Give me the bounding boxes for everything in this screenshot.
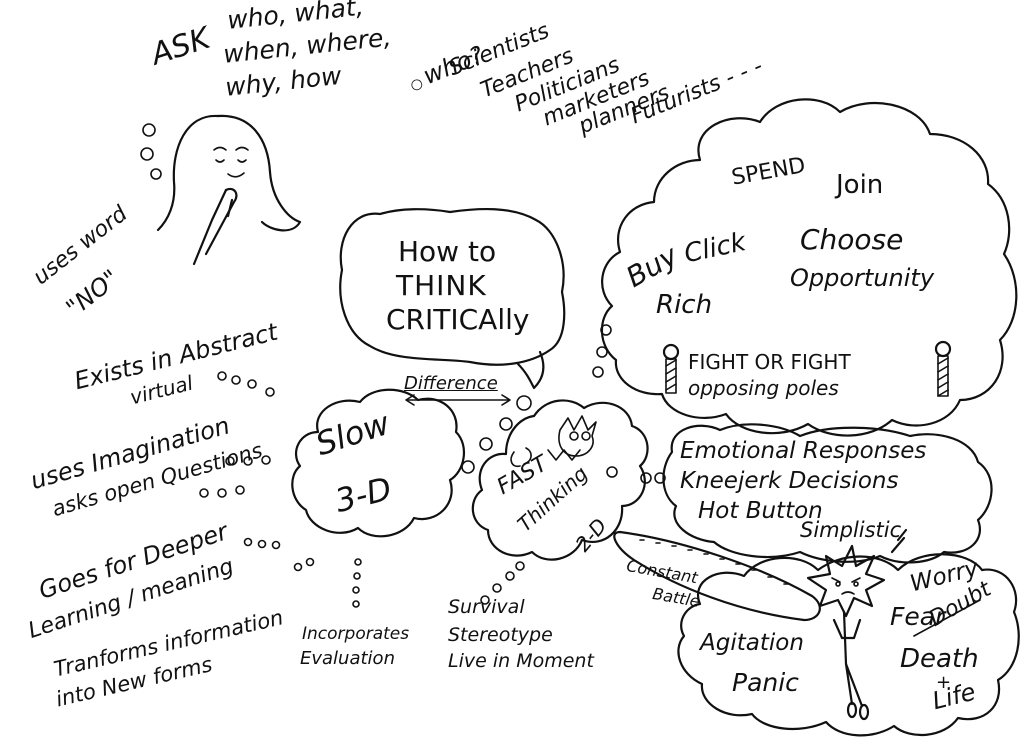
word-choose: Choose — [800, 223, 904, 256]
fear-label: Fear — [890, 602, 946, 631]
reaction-emotional: Emotional Responses — [680, 438, 927, 464]
fast-trait-survival: Survival — [448, 596, 525, 618]
constant-battle-shape — [613, 530, 821, 622]
fight-or-fight-label: FIGHT OR FIGHT — [688, 350, 851, 374]
thinking-girl-icon — [140, 114, 302, 266]
plus-label: + — [936, 672, 952, 693]
barber-pole-left-icon — [662, 343, 680, 394]
slow-trait-incorporates: Incorporates — [302, 624, 410, 644]
word-opportunity: Opportunity — [790, 264, 935, 292]
center-title-line-2: THINK — [396, 269, 487, 302]
opposing-poles-label: opposing poles — [688, 376, 839, 400]
fast-thinking-cloud — [471, 399, 649, 561]
center-title-line-1: How to — [398, 235, 497, 268]
angry-stick-figure-icon — [806, 528, 908, 721]
slow-thinking-cloud — [291, 388, 466, 538]
center-speech-bubble — [339, 207, 566, 366]
barber-pole-right-icon — [934, 340, 952, 397]
consumer-cloud — [600, 98, 1018, 437]
fast-trait-stereotype: Stereotype — [448, 624, 553, 646]
difference-label: Difference — [404, 373, 498, 394]
panic-label: Panic — [732, 668, 799, 697]
fear-cloud — [677, 553, 1020, 737]
center-title-line-3: CRITICAlly — [386, 303, 530, 336]
reaction-simplistic: Simplistic — [800, 518, 902, 542]
reaction-kneejerk: Kneejerk Decisions — [680, 468, 899, 494]
fast-trait-live-in-moment: Live in Moment — [448, 650, 594, 672]
reaction-hot-button: Hot Button — [698, 498, 823, 524]
word-join: Join — [836, 170, 884, 200]
agitation-label: Agitation — [700, 630, 804, 656]
reaction-cloud — [662, 423, 993, 564]
word-rich: Rich — [656, 290, 713, 320]
death-label: Death — [900, 644, 979, 674]
spiky-creature-icon — [510, 415, 597, 468]
slow-trait-evaluation: Evaluation — [300, 648, 395, 669]
